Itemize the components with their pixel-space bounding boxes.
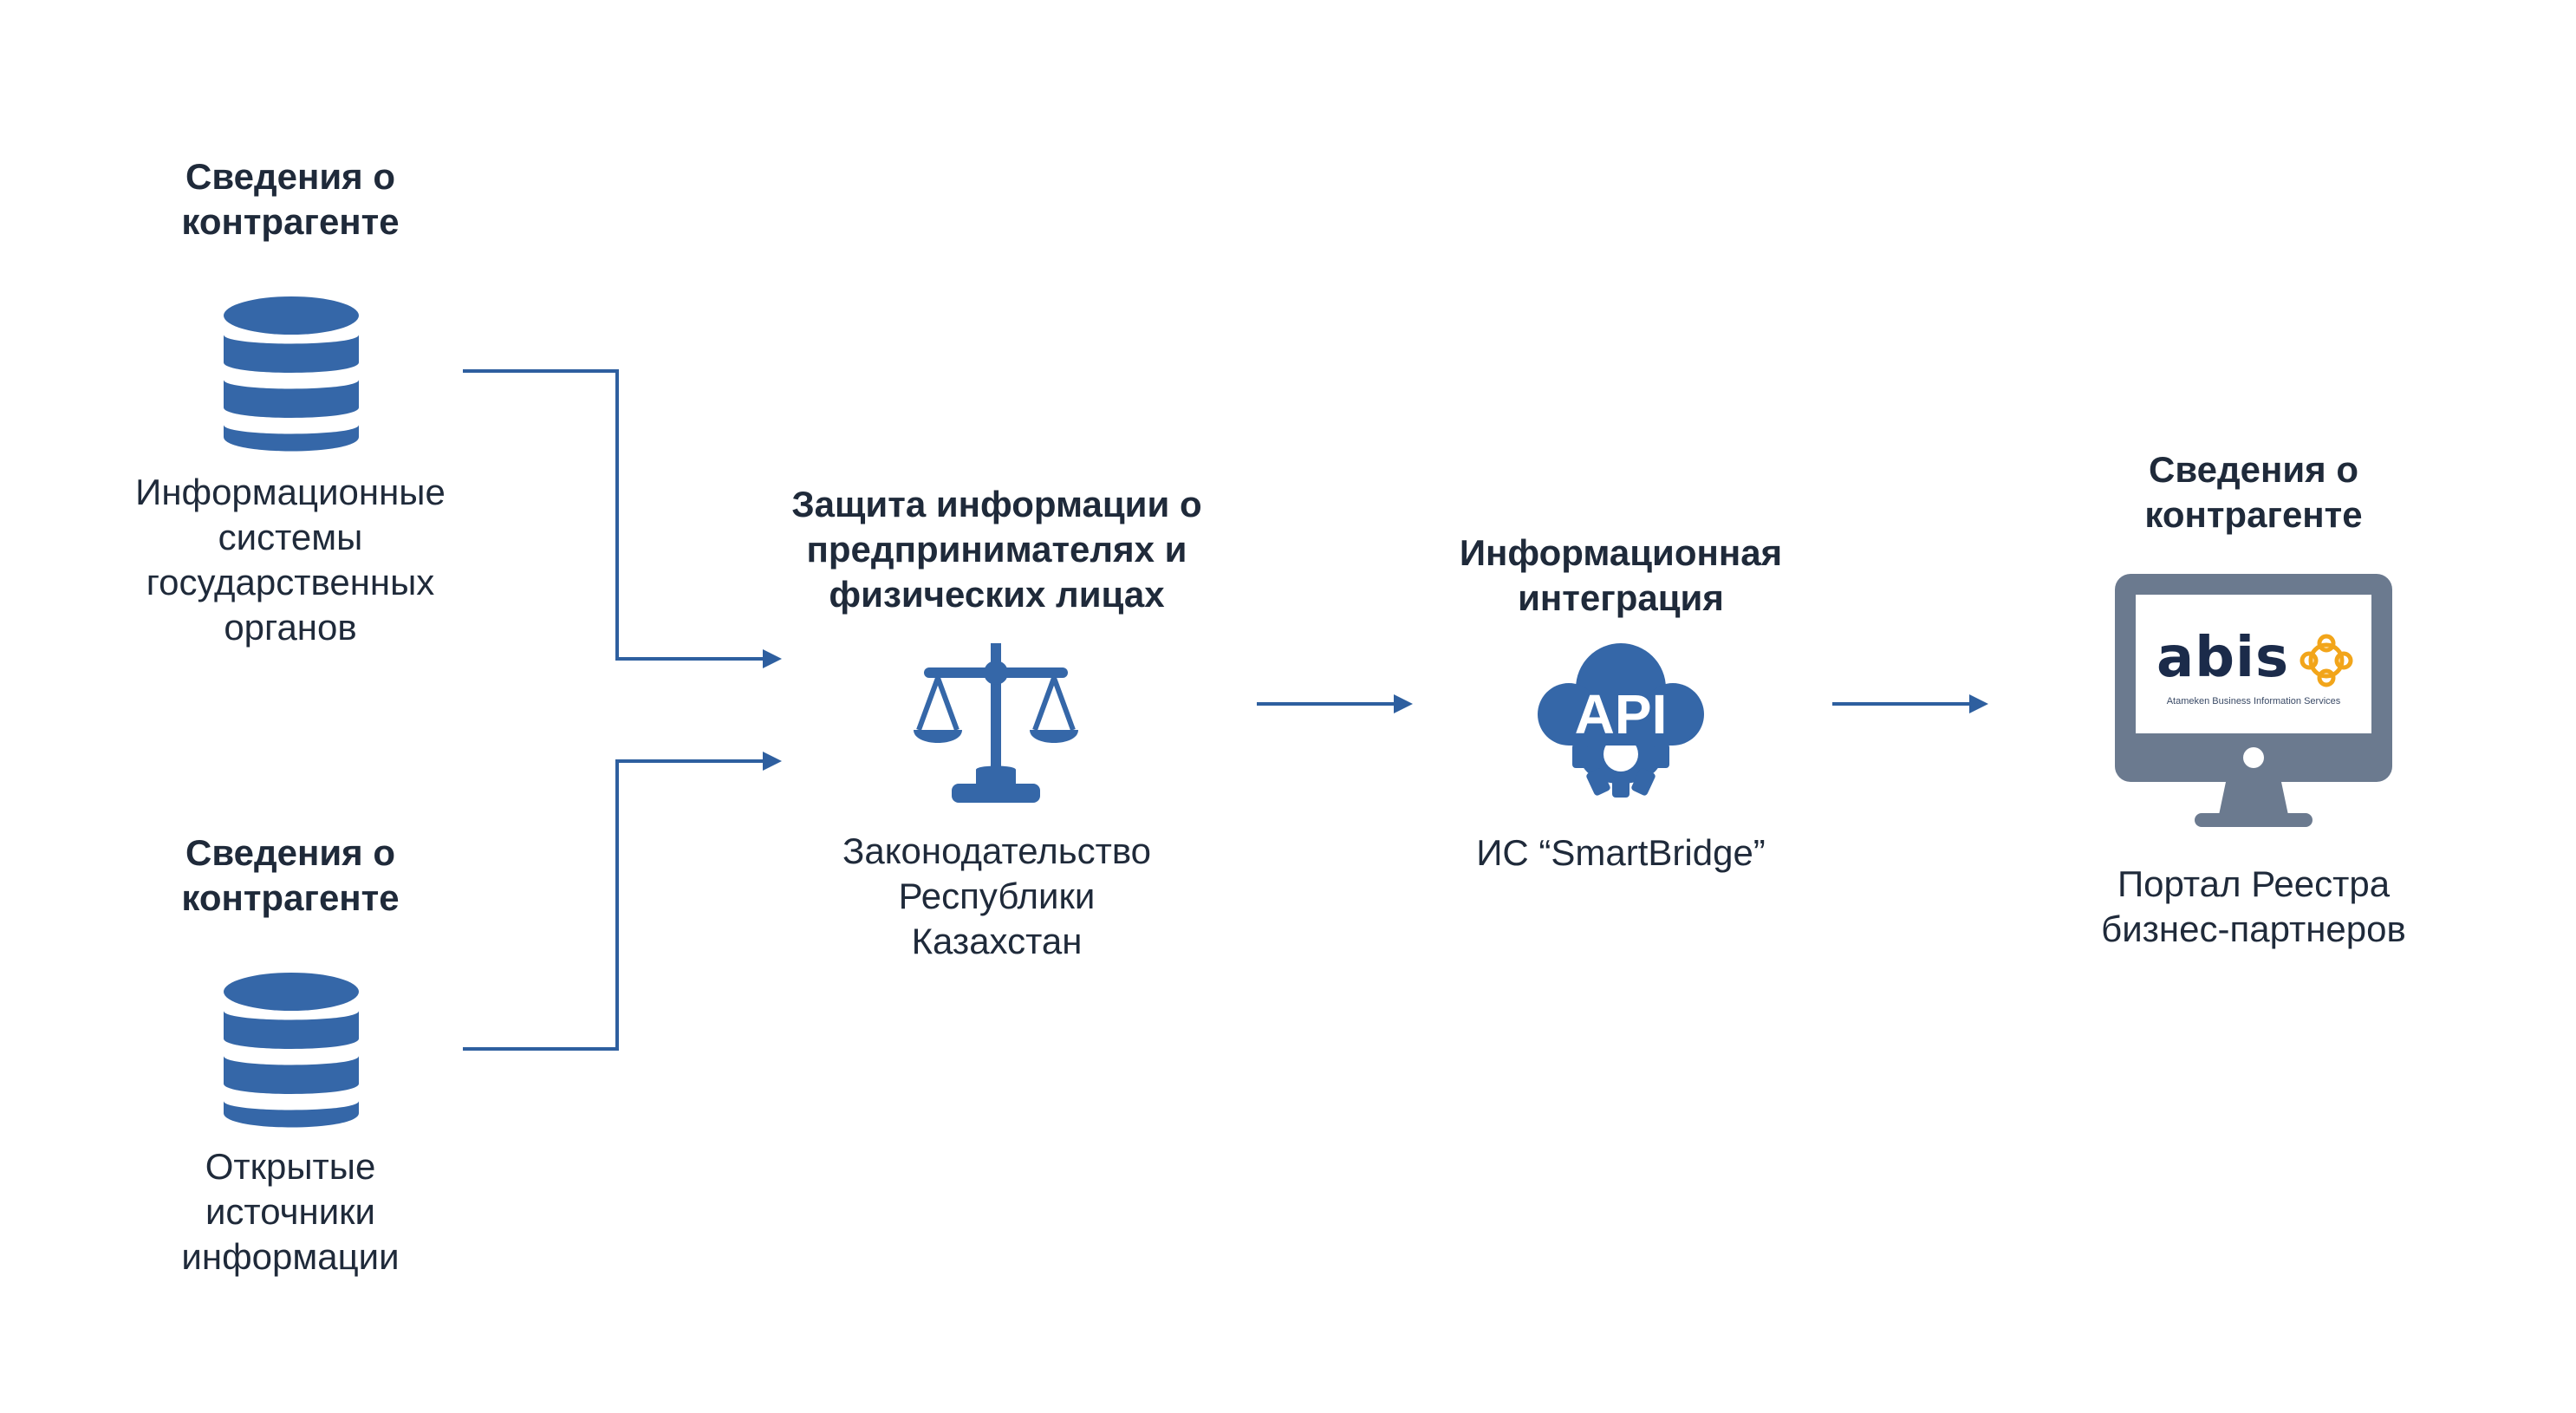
source-gov-caption: Информационные системы государственных о… [135, 472, 446, 648]
law-caption: Законодательство Республики Казахстан [842, 830, 1152, 961]
abis-logo-mark [2300, 634, 2353, 687]
integration-title: Информационная интеграция [1459, 532, 1783, 618]
api-label: API [1575, 683, 1668, 746]
database-icon [224, 973, 359, 1128]
connector-open-to-law [463, 759, 770, 1051]
source-gov-title: Сведения о контрагенте [181, 156, 400, 242]
connector-gov-to-law [463, 369, 770, 661]
abis-logo-text: abis [2156, 626, 2290, 690]
arrowhead [763, 649, 782, 668]
scales-icon [914, 643, 1078, 803]
integration-caption: ИС “SmartBridge” [1476, 832, 1766, 873]
law-title: Защита информации о предпринимателях и ф… [791, 484, 1202, 615]
database-icon [224, 296, 359, 452]
abis-logo-subtitle: Atameken Business Information Services [2166, 696, 2341, 706]
portal-title: Сведения о контрагенте [2144, 449, 2363, 535]
arrowhead [763, 752, 782, 771]
source-open-caption: Открытые источники информации [181, 1146, 400, 1277]
arrowhead [1969, 694, 1988, 713]
monitor-icon: abis Atameken Business Information Servi… [2115, 574, 2392, 834]
portal-caption: Портал Реестра бизнес-партнеров [2101, 863, 2406, 949]
monitor-shape [2115, 574, 2392, 827]
source-open-title: Сведения о контрагенте [181, 832, 400, 918]
arrowhead [1394, 694, 1413, 713]
api-cloud-gear-icon: API [1538, 643, 1704, 798]
